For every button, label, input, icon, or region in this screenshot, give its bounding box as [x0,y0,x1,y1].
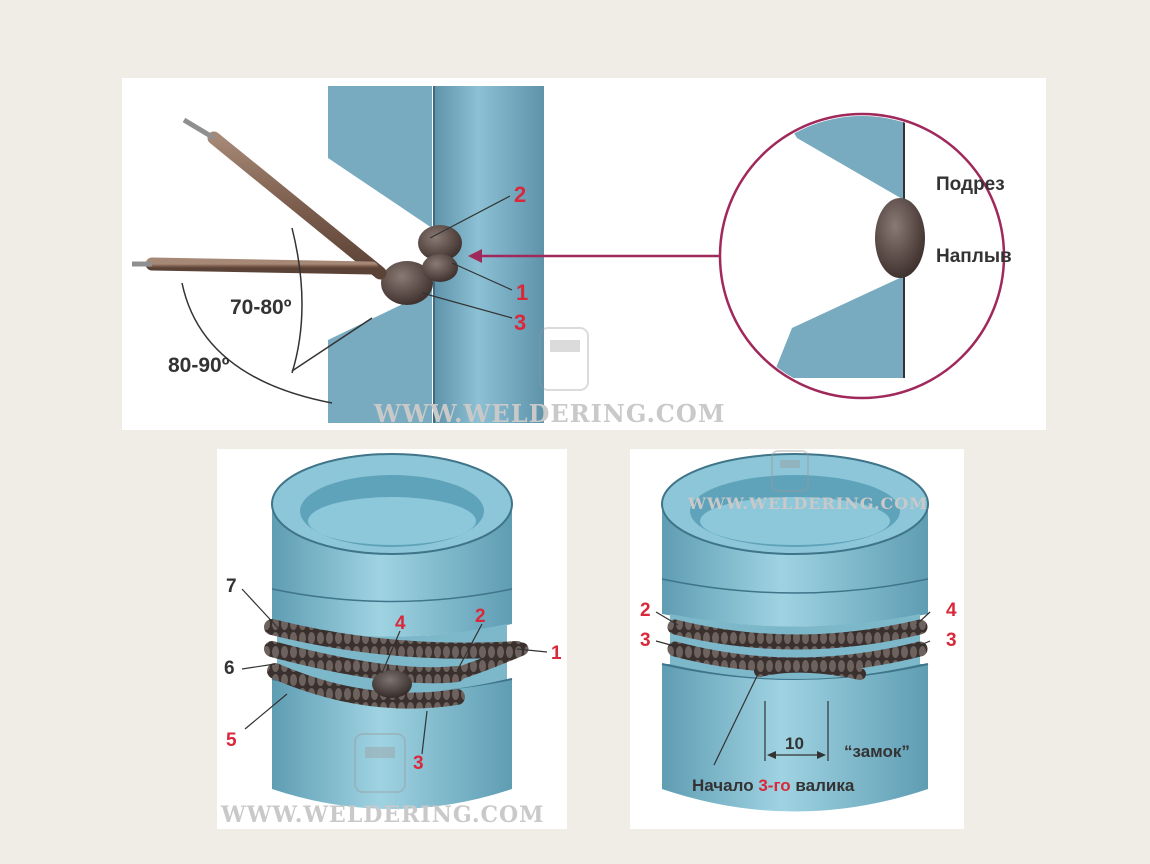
electrode-lower [132,257,379,275]
overlap-label: Наплыв [936,246,1012,267]
ring-number-3-left: 3 [640,630,651,651]
top-diagram-panel: 70-80º 80-90º 2 1 3 Подрез На [122,78,1046,430]
magnifier-pointer-arrow [468,249,722,263]
ring-number-1: 1 [551,643,562,664]
upper-pipe-section [271,453,513,637]
weld-beads [381,225,462,305]
third-pass-start-suffix: валика [791,776,855,795]
third-pass-start-label: Начало 3-го валика [692,776,855,795]
dimension-arrow [767,751,826,759]
watermark-text: WWW.WELDERING.COM [373,399,725,428]
ring-leaders [241,588,548,755]
weld-rings [667,619,928,680]
bead-number-1: 1 [516,280,528,305]
bead-number-2: 2 [514,182,526,207]
steel-plate-left [328,86,432,423]
watermark-text: WWW.WELDERING.COM [220,802,545,828]
electrode-upper [182,117,387,280]
pipe-joint-diagram-left: 7 6 5 4 2 1 3 WWW.WELDERING.COM [220,453,562,828]
ring-number-7: 7 [226,576,237,597]
dimension-value: 10 [785,734,804,753]
ring-number-3: 3 [413,753,424,774]
lock-label: “замок” [844,742,910,761]
bead-leaders [421,195,513,319]
ring-number-3-right: 3 [946,630,957,651]
ring-number-2: 2 [475,606,486,627]
third-pass-start-prefix: Начало [692,776,758,795]
angle-label-70-80: 70-80º [230,296,292,319]
pipe-joint-diagram-right: 2 3 4 3 10 “замок” Начало 3-го валика WW… [640,450,957,812]
watermark-text: WWW.WELDERING.COM [687,494,928,513]
angle-arcs [181,227,373,404]
angle-label-80-90: 80-90º [168,354,230,377]
bead-number-3: 3 [514,310,526,335]
third-pass-start-ordinal: 3-го [758,776,790,795]
pipe-lock-panel: 2 3 4 3 10 “замок” Начало 3-го валика WW… [630,449,964,829]
undercut-label: Подрез [936,174,1005,195]
upper-pipe-section [661,453,929,627]
weld-overlap-shape [875,198,925,278]
ring-number-4: 4 [395,613,406,634]
welding-mask-watermark-icon [539,327,589,391]
ring-number-5: 5 [226,730,237,751]
ring-number-2: 2 [640,600,651,621]
pipe-multipass-panel: 7 6 5 4 2 1 3 WWW.WELDERING.COM [217,449,567,829]
vertical-weld-diagram: 70-80º 80-90º 2 1 3 Подрез На [132,86,1012,428]
welding-mask-watermark-icon [354,733,406,793]
ring-number-6: 6 [224,658,235,679]
ring-leaders [655,611,931,766]
ring-number-4: 4 [946,600,957,621]
welding-mask-watermark-icon [771,450,809,492]
